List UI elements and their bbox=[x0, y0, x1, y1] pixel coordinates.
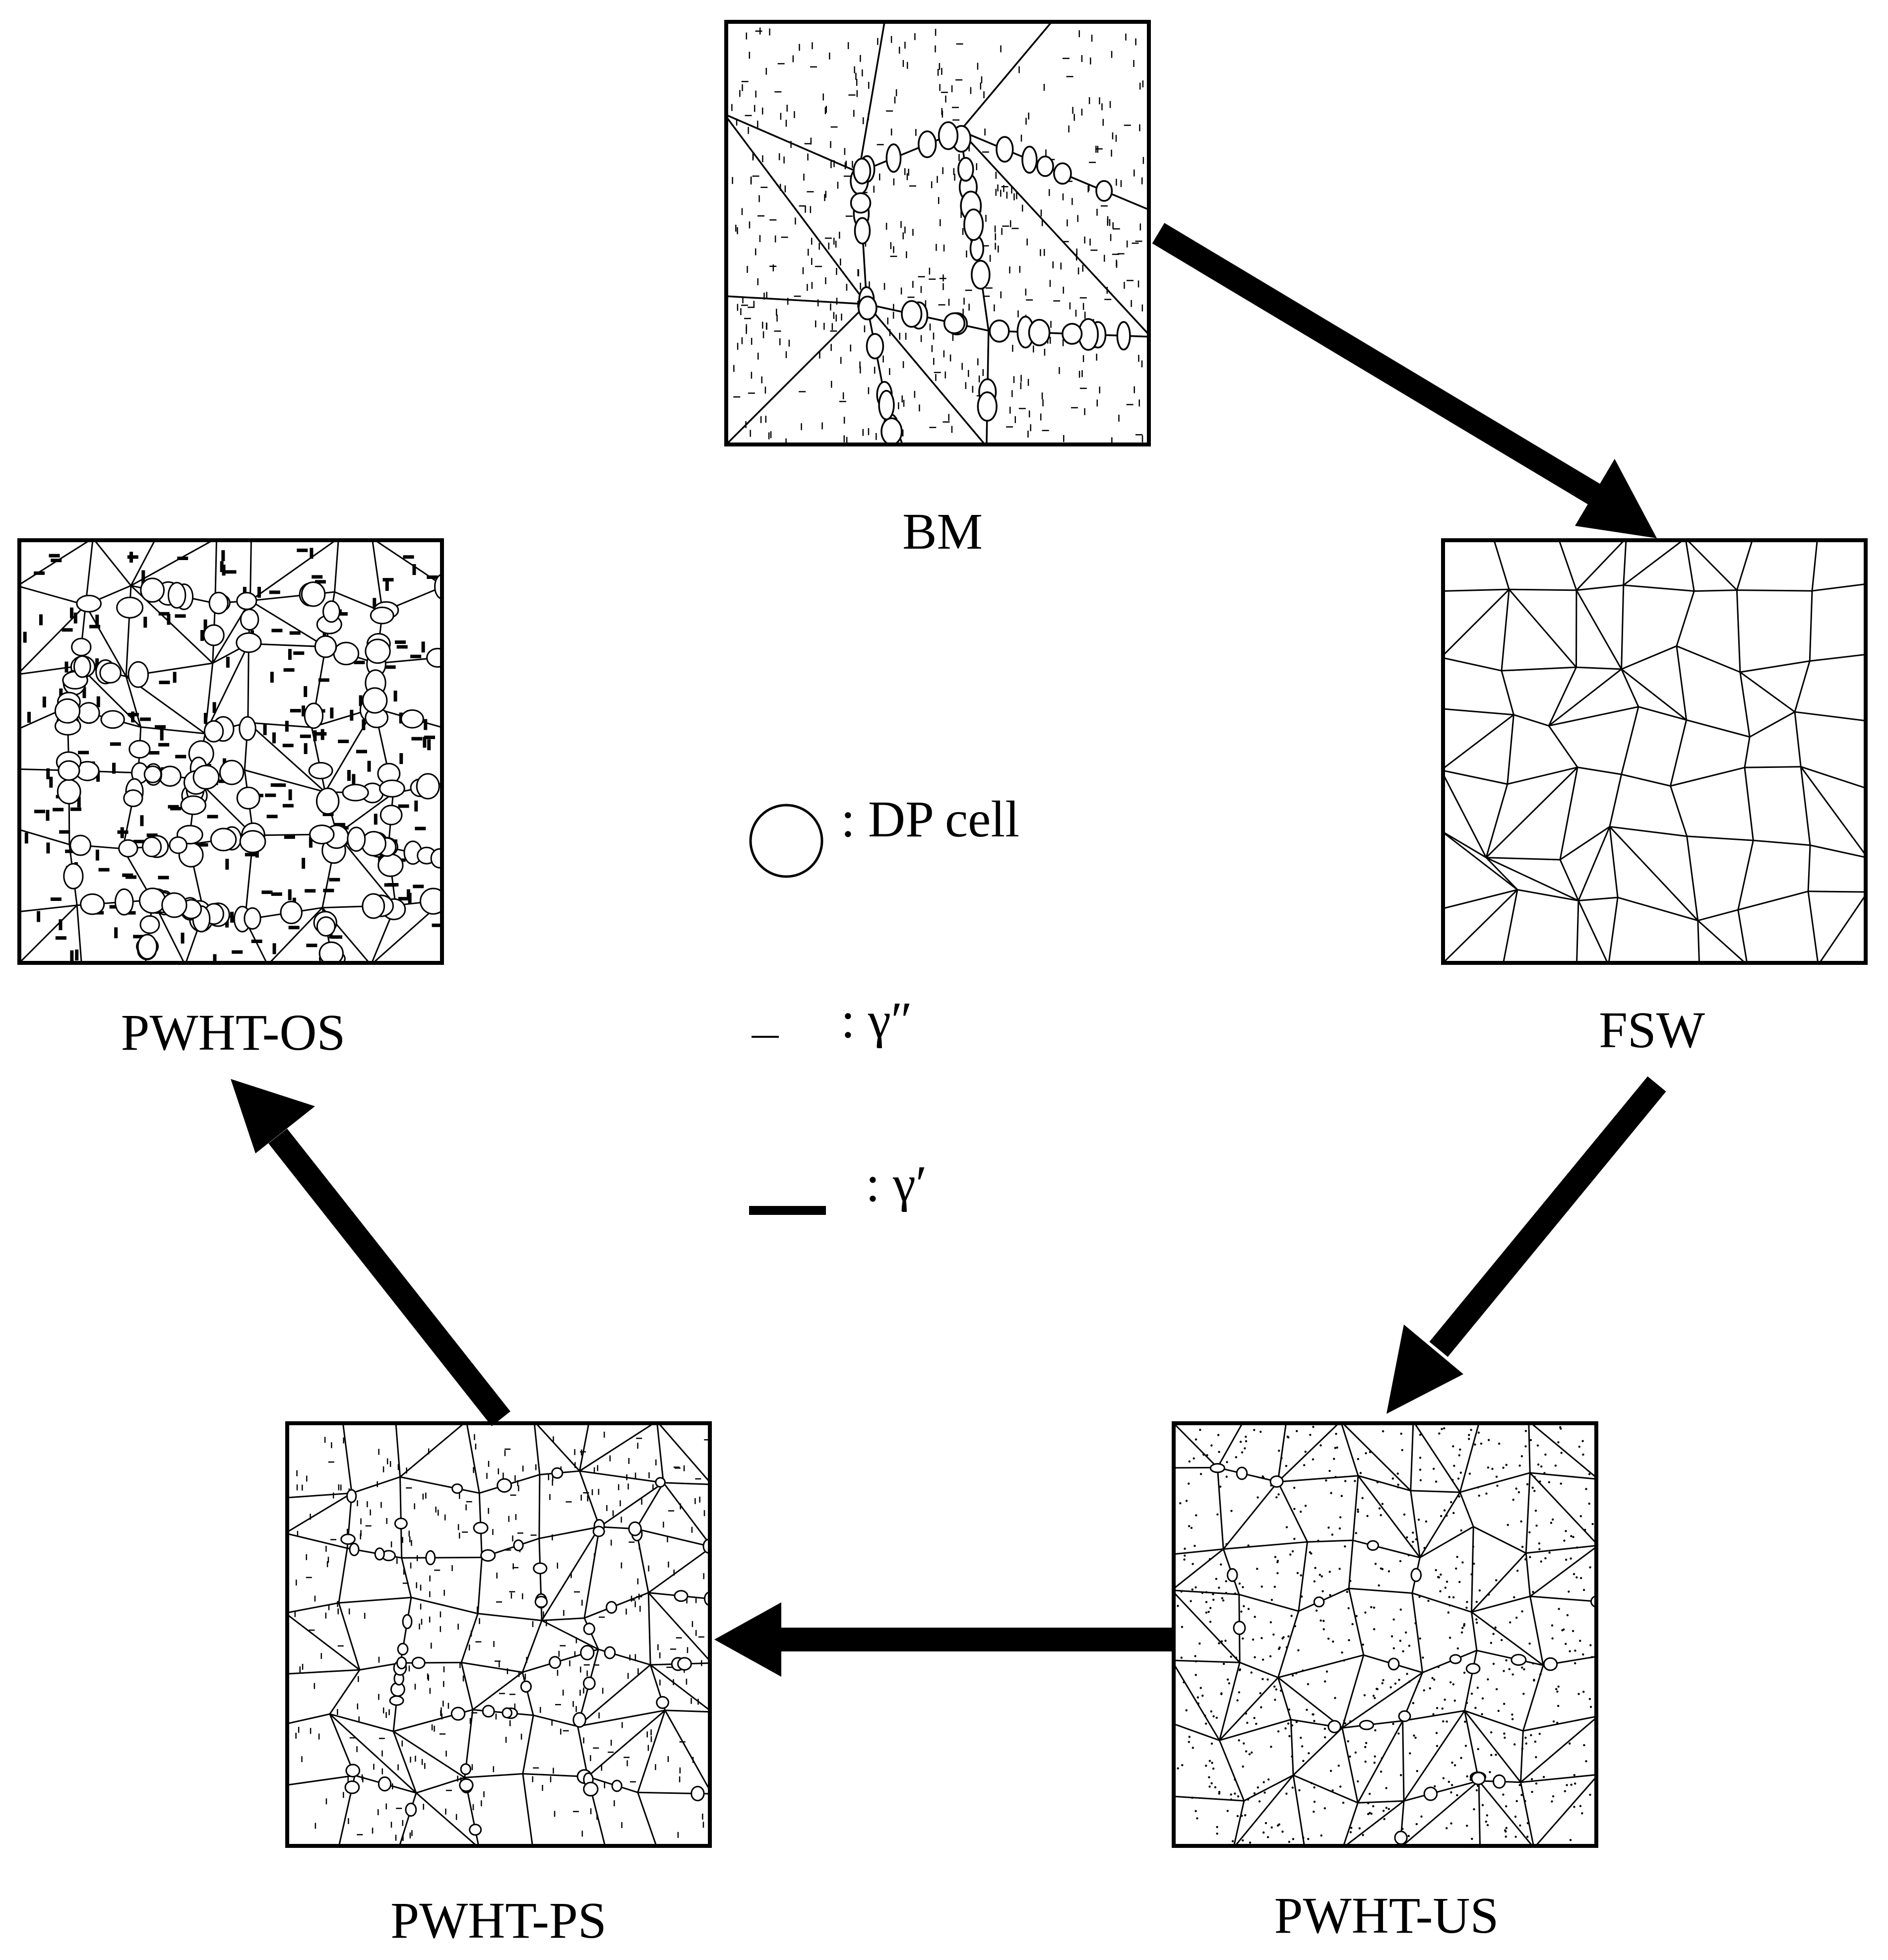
arrow-us-to-ps bbox=[714, 1602, 1173, 1677]
arrow-bm-to-fsw bbox=[1152, 223, 1657, 538]
legend-gamma-double-prime-mark bbox=[752, 1036, 779, 1038]
legend-dp-cell-text: : DP cell bbox=[841, 791, 1020, 848]
panel-fsw bbox=[1441, 538, 1868, 965]
label-pwht-os: PWHT-OS bbox=[121, 1004, 346, 1061]
arrow-fsw-to-us bbox=[1386, 1076, 1666, 1414]
legend-gamma-double-prime-text: : γ″ bbox=[841, 992, 913, 1049]
legend-gamma-prime-text: : γ′ bbox=[866, 1155, 927, 1212]
arrow-ps-to-os bbox=[231, 1079, 510, 1426]
legend-gamma-prime-mark bbox=[749, 1206, 826, 1215]
panel-bm bbox=[724, 20, 1151, 446]
label-pwht-us: PWHT-US bbox=[1274, 1887, 1499, 1944]
panel-pwht-ps bbox=[285, 1421, 712, 1848]
legend-dp-cell-circle bbox=[749, 804, 823, 878]
panel-pwht-us bbox=[1172, 1421, 1598, 1848]
label-pwht-ps: PWHT-PS bbox=[390, 1892, 607, 1949]
label-fsw: FSW bbox=[1599, 1002, 1705, 1059]
panel-pwht-os bbox=[17, 538, 444, 965]
label-bm: BM bbox=[902, 503, 983, 560]
